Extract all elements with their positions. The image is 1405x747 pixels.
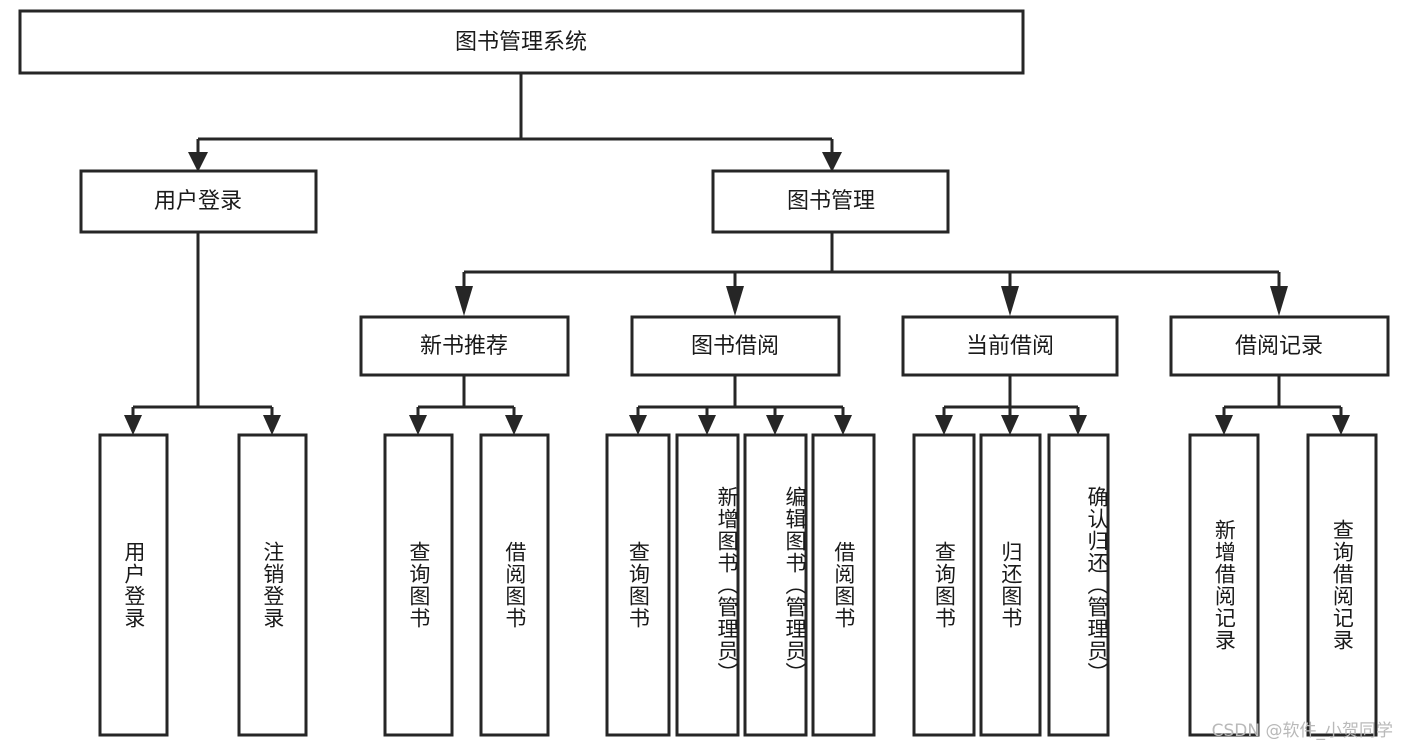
node-leaf-query-book-1[interactable] xyxy=(383,433,454,737)
arrow-to-leaf-borrow-book-1 xyxy=(505,415,523,435)
arrow-to-leaf-query-book-3 xyxy=(935,415,953,435)
node-leaf-confirm-return[interactable] xyxy=(1047,433,1110,737)
arrow-to-leaf-add-record xyxy=(1215,415,1233,435)
node-leaf-logout-login[interactable] xyxy=(237,433,308,737)
edges-layer xyxy=(124,73,1350,435)
node-leaf-query-record[interactable] xyxy=(1306,433,1378,737)
arrow-to-leaf-edit-book xyxy=(766,415,784,435)
node-leaf-edit-book[interactable] xyxy=(743,433,808,737)
node-leaf-query-book-2[interactable] xyxy=(605,433,671,737)
arrow-to-book-borrow xyxy=(726,286,744,316)
arrow-to-leaf-query-record xyxy=(1332,415,1350,435)
nodes-layer: 图书管理系统 用户登录 图书管理 新书推荐 图书借阅 当前 xyxy=(18,9,1390,737)
arrow-to-leaf-borrow-book-2 xyxy=(834,415,852,435)
node-book-manage[interactable]: 图书管理 xyxy=(711,169,950,234)
csdn-watermark: CSDN @软件_小贺同学 xyxy=(1211,721,1393,741)
node-new-book-recommend[interactable]: 新书推荐 xyxy=(359,315,570,377)
node-book-borrow-label: 图书借阅 xyxy=(691,334,779,359)
node-root-label: 图书管理系统 xyxy=(455,30,587,55)
node-leaf-return-book[interactable] xyxy=(979,433,1042,737)
arrow-to-leaf-query-book-2 xyxy=(629,415,647,435)
arrow-to-leaf-logout-login xyxy=(263,415,281,435)
node-leaf-borrow-book-1[interactable] xyxy=(479,433,550,737)
node-leaf-query-book-3[interactable] xyxy=(912,433,976,737)
node-leaf-add-book[interactable] xyxy=(675,433,740,737)
arrow-to-borrow-record xyxy=(1270,286,1288,316)
node-borrow-record[interactable]: 借阅记录 xyxy=(1169,315,1390,377)
node-user-login[interactable]: 用户登录 xyxy=(79,169,318,234)
arrow-to-current-borrow xyxy=(1001,286,1019,316)
node-leaf-user-login[interactable] xyxy=(98,433,169,737)
node-new-book-recommend-label: 新书推荐 xyxy=(420,334,508,359)
node-current-borrow[interactable]: 当前借阅 xyxy=(901,315,1119,377)
arrow-to-user-login xyxy=(188,152,208,172)
node-book-manage-label: 图书管理 xyxy=(787,189,875,214)
node-book-borrow[interactable]: 图书借阅 xyxy=(630,315,841,377)
arrow-to-new-book-recommend xyxy=(455,286,473,316)
node-current-borrow-label: 当前借阅 xyxy=(966,334,1054,359)
arrow-to-leaf-user-login xyxy=(124,415,142,435)
arrow-to-leaf-return-book xyxy=(1001,415,1019,435)
node-borrow-record-label: 借阅记录 xyxy=(1235,334,1323,359)
arrow-to-leaf-confirm-return xyxy=(1069,415,1087,435)
node-user-login-label: 用户登录 xyxy=(154,189,242,214)
node-root[interactable]: 图书管理系统 xyxy=(18,9,1025,75)
node-leaf-add-record[interactable] xyxy=(1188,433,1260,737)
arrow-to-book-manage xyxy=(822,152,842,172)
arrow-to-leaf-add-book xyxy=(698,415,716,435)
arrow-to-leaf-query-book-1 xyxy=(409,415,427,435)
node-leaf-borrow-book-2[interactable] xyxy=(811,433,876,737)
